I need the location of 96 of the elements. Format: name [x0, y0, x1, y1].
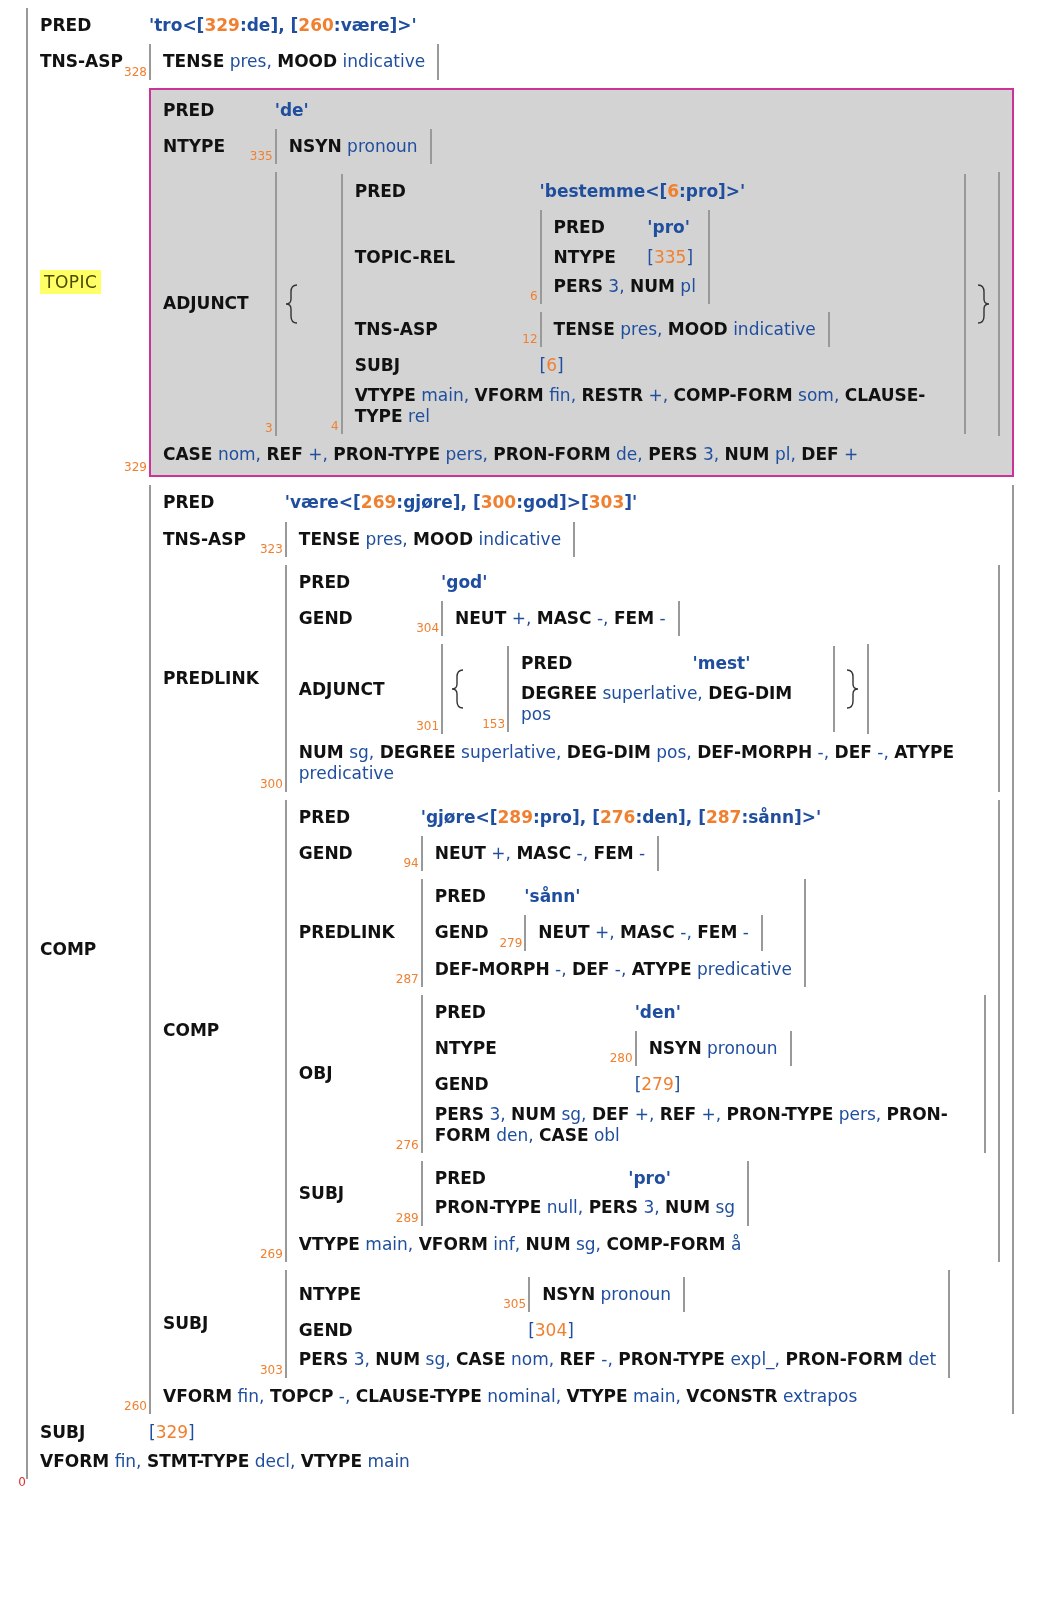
attribute-name: TNS-ASP: [163, 528, 246, 549]
index-number: 6: [528, 289, 538, 304]
index-number: 304: [415, 621, 440, 637]
feature-list: NSYN pronoun: [648, 1038, 778, 1058]
attribute-name: TNS-ASP: [40, 51, 123, 72]
attribute-value: 'gjøre<[289:pro], [276:den], [287:sånn]>': [420, 806, 822, 827]
attribute-name: TNS-ASP: [354, 319, 438, 339]
index-number: 269: [258, 1246, 283, 1262]
attribute-value: 'pro': [647, 217, 690, 238]
index-number: 0: [17, 1475, 26, 1490]
feature-list: NEUT +, MASC -, FEM -: [455, 608, 666, 628]
attribute-name: GEND: [434, 1074, 489, 1095]
attribute-value: 'den': [634, 1001, 681, 1022]
feature-list: PERS 3, NUM pl: [553, 275, 696, 296]
feature-list: TENSE pres, MOOD indicative: [553, 319, 816, 339]
index-number: 300: [258, 776, 283, 792]
feature-list: NEUT +, MASC -, FEM -: [434, 842, 646, 863]
index-number: 301: [415, 719, 440, 734]
attribute-name: COMP: [40, 938, 97, 959]
attribute-name: PRED: [298, 806, 351, 827]
attribute-name: ADJUNCT: [298, 678, 385, 699]
feature-list: NSYN pronoun: [542, 1283, 672, 1304]
attribute-name: SUBJ: [163, 1313, 209, 1333]
attribute-name: PRED: [434, 886, 486, 906]
attribute-name: PREDLINK: [298, 922, 395, 943]
index-number: 335: [248, 149, 273, 164]
index-number: 287: [394, 971, 419, 987]
attribute-name: NTYPE: [434, 1038, 497, 1058]
attribute-name: NTYPE: [298, 1283, 362, 1304]
attribute-name: PRED: [434, 1001, 486, 1022]
feature-list: VTYPE main, VFORM inf, NUM sg, COMP-FORM å: [298, 1233, 742, 1254]
index-number: 4: [330, 419, 339, 434]
index-number: 12: [521, 332, 538, 348]
attribute-name: GEND: [298, 1320, 353, 1340]
attribute-name: PRED: [163, 99, 215, 120]
attribute-name: PRED: [521, 653, 573, 674]
attribute-name: PRED: [298, 571, 351, 592]
attribute-value: 'mest': [692, 653, 751, 674]
index-number: 94: [402, 856, 419, 871]
feature-list: NEUT +, MASC -, FEM -: [538, 922, 749, 943]
attribute-value: [304]: [528, 1320, 574, 1340]
index-number: 323: [258, 541, 283, 557]
feature-list: DEGREE superlative, DEG-DIM pos: [521, 682, 793, 724]
attribute-value: [329]: [149, 1421, 195, 1442]
feature-list: PERS 3, NUM sg, DEF +, REF +, PRON-TYPE pers, PRON-FORM den, CASE obl: [434, 1103, 948, 1145]
attribute-name: PRED: [434, 1168, 486, 1188]
attribute-name: PRED: [40, 15, 92, 35]
attribute-name: TOPIC-REL: [354, 246, 455, 267]
attribute-value: 'være<[269:gjøre], [300:god]>[303]': [284, 492, 638, 513]
feature-list: VTYPE main, VFORM fin, RESTR +, COMP-FORM som, CLAUSE-TYPE rel: [354, 384, 926, 426]
attribute-name: PRED: [553, 217, 605, 238]
feature-list: TENSE pres, MOOD indicative: [298, 528, 562, 549]
index-number: 305: [502, 1297, 527, 1312]
attribute-name: ADJUNCT: [163, 293, 249, 314]
attribute-value: [279]: [634, 1074, 681, 1095]
attribute-name: SUBJ: [354, 355, 401, 376]
attribute-name: OBJ: [298, 1063, 333, 1084]
attribute-value: [335]: [647, 246, 693, 267]
index-number: 153: [481, 717, 506, 732]
feature-list: PRON-TYPE null, PERS 3, NUM sg: [434, 1197, 736, 1218]
index-number: 276: [394, 1138, 419, 1153]
feature-list: TENSE pres, MOOD indicative: [163, 51, 426, 72]
index-number: 329: [123, 460, 147, 476]
attribute-name: NTYPE: [163, 135, 226, 156]
attribute-name: SUBJ: [40, 1421, 86, 1442]
attribute-value: 'god': [441, 571, 488, 592]
attribute-name: GEND: [298, 842, 353, 863]
attribute-name: PREDLINK: [163, 667, 259, 688]
index-number: 280: [608, 1051, 633, 1067]
feature-list: DEF-MORPH -, DEF -, ATYPE predicative: [434, 958, 793, 979]
attribute-name: NTYPE: [553, 246, 616, 267]
feature-list: NUM sg, DEGREE superlative, DEG-DIM pos, DEF-MORPH -, DEF -, ATYPE predicative: [298, 742, 955, 784]
attribute-value: 'sånn': [524, 886, 581, 906]
attribute-value: 'bestemme<[6:pro]>': [539, 181, 746, 201]
feature-list: VFORM fin, STMT-TYPE decl, VTYPE main: [40, 1451, 410, 1471]
attribute-value: 'pro': [628, 1168, 671, 1188]
feature-list: VFORM fin, TOPCP -, CLAUSE-TYPE nominal, VTYPE main, VCONSTR extrapos: [163, 1385, 858, 1406]
index-number: 260: [123, 1398, 147, 1414]
attribute-name: COMP: [163, 1020, 220, 1040]
feature-list: PERS 3, NUM sg, CASE nom, REF -, PRON-TYPE expl_, PRON-FORM det: [298, 1349, 937, 1370]
attribute-name: GEND: [298, 608, 353, 628]
attribute-value: 'tro<[329:de], [260:være]>': [149, 15, 417, 35]
index-number: 328: [123, 64, 147, 80]
feature-list: NSYN pronoun: [288, 135, 418, 156]
attribute-value: 'de': [274, 99, 309, 120]
index-number: 3: [264, 421, 273, 436]
attribute-name: PRED: [354, 181, 406, 201]
attribute-value: [6]: [539, 355, 564, 376]
index-number: 289: [394, 1210, 419, 1226]
attribute-name: PRED: [163, 492, 215, 513]
highlighted-attribute-name: TOPIC: [40, 269, 102, 294]
index-number: 279: [498, 935, 523, 951]
feature-list: CASE nom, REF +, PRON-TYPE pers, PRON-FORM de, PERS 3, NUM pl, DEF +: [163, 444, 859, 464]
attribute-name: SUBJ: [298, 1182, 345, 1203]
index-number: 303: [258, 1362, 283, 1378]
attribute-name: GEND: [434, 922, 489, 943]
